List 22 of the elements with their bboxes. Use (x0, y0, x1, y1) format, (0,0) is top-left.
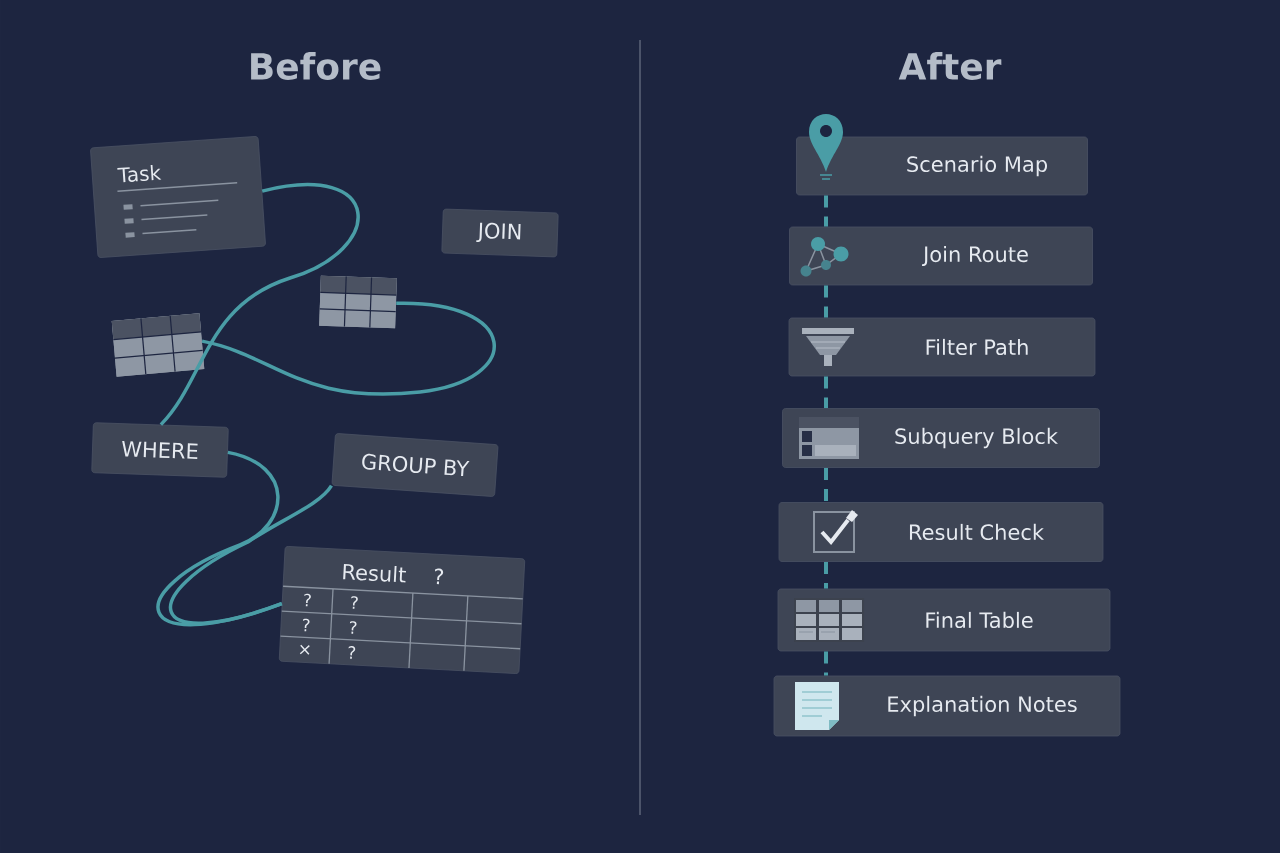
connector-line (169, 484, 333, 625)
step-box: Filter Path (788, 317, 1096, 377)
connector-line (824, 467, 828, 503)
connector-line (824, 651, 828, 676)
step-box: Scenario Map (796, 136, 1088, 196)
table-drawing (111, 313, 205, 377)
connector-line (824, 285, 828, 318)
connector-line (824, 561, 828, 589)
task-card: Task (90, 136, 266, 258)
result-table: Result ? ? ? ? ? × ? (278, 546, 526, 674)
keyword-box: GROUP BY (331, 433, 499, 497)
connector-line (824, 376, 828, 409)
heading: Before (251, 52, 381, 80)
heading: After (898, 52, 1002, 80)
keyword-box: JOIN (441, 208, 559, 258)
connector-line (156, 450, 283, 627)
step-box: Explanation Notes (773, 675, 1121, 737)
step-box: Join Route (789, 226, 1093, 286)
step-box: Result Check (778, 502, 1104, 562)
connector-line (824, 195, 828, 227)
connector-line (201, 301, 496, 396)
connector-line (159, 183, 360, 426)
